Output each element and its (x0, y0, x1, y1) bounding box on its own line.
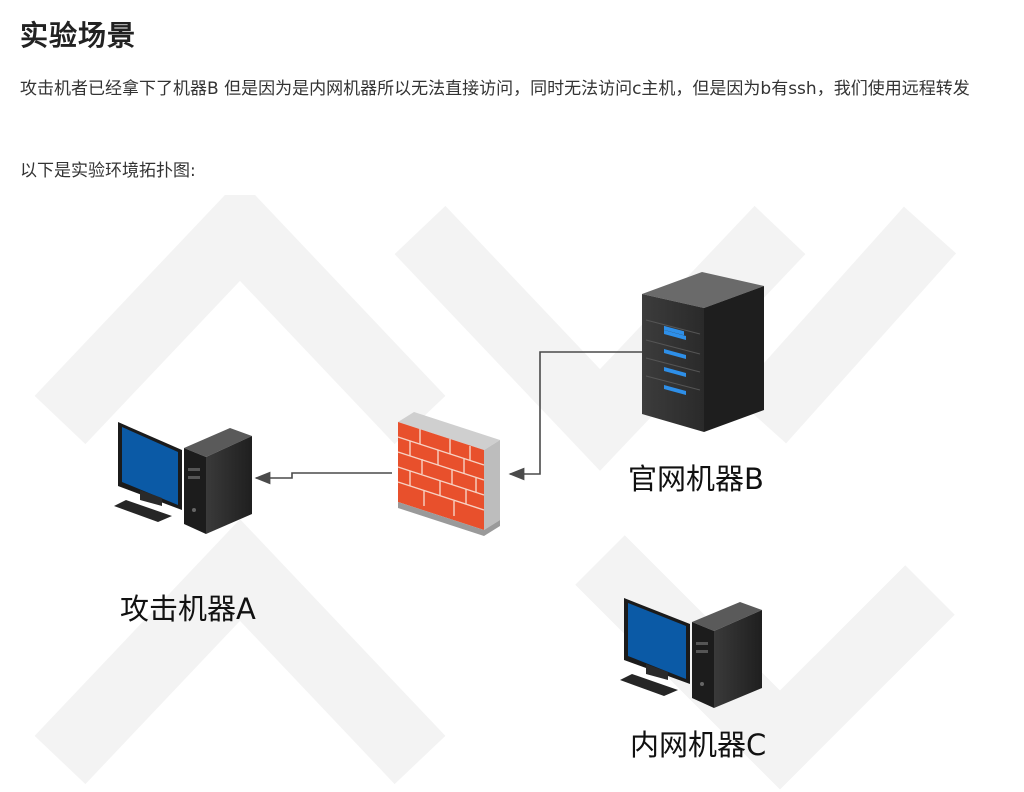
tower-server-icon (642, 272, 764, 432)
connector-server-to-firewall (508, 351, 642, 481)
desktop-computer-icon (114, 422, 252, 534)
node-label-web-server-b: 官网机器B (628, 462, 764, 496)
scenario-description: 攻击机者已经拿下了机器B 但是因为是内网机器所以无法直接访问，同时无法访问c主机… (20, 79, 970, 99)
node-label-attacker-a: 攻击机器A (120, 592, 256, 626)
connector-firewall-to-a (254, 471, 392, 485)
node-label-intranet-c: 内网机器C (630, 728, 767, 762)
desktop-computer-icon (620, 598, 762, 708)
network-topology-diagram (34, 195, 957, 790)
topology-intro: 以下是实验环境拓扑图: (20, 161, 196, 181)
page-title: 实验场景 (20, 19, 137, 52)
brick-firewall-icon (397, 412, 500, 536)
